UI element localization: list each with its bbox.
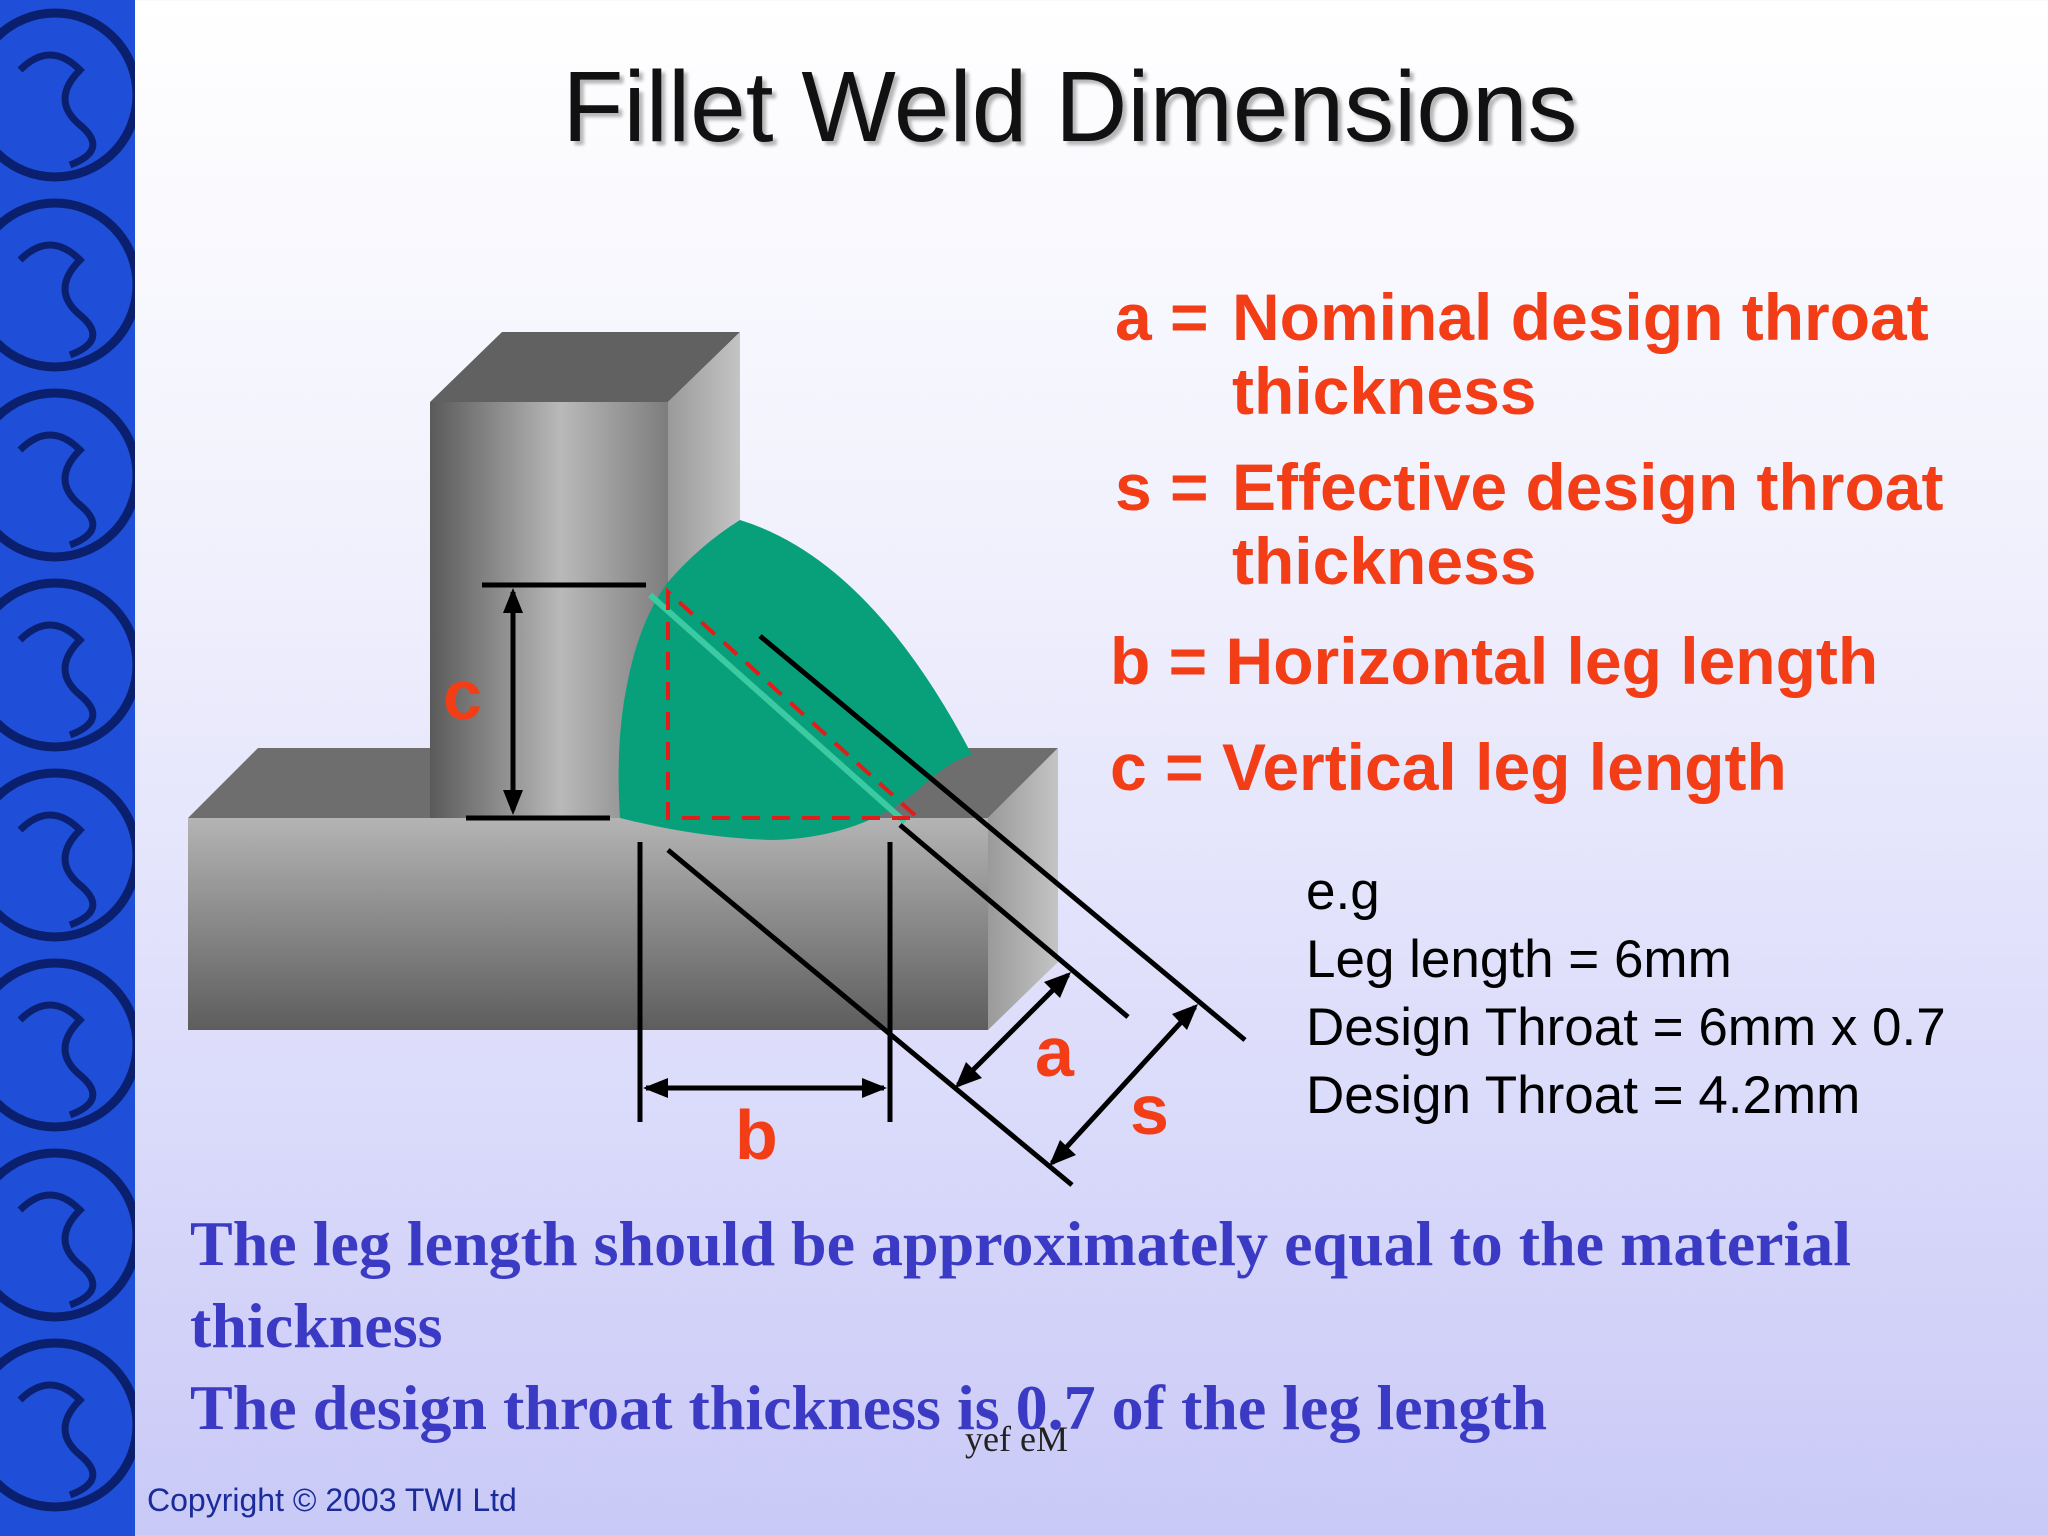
- c-arrow-top: [503, 588, 523, 613]
- definition-b: b = Horizontal leg length: [1110, 624, 1878, 698]
- label-b: b: [735, 1096, 778, 1174]
- note-design-throat: The design throat thickness is 0.7 of th…: [190, 1372, 1548, 1443]
- decorative-sidebar: [0, 0, 135, 1536]
- example-heading: e.g: [1306, 862, 1380, 921]
- note-leg-length: The leg length should be approximately e…: [190, 1208, 1852, 1279]
- definition-b-key: b =: [1110, 624, 1208, 698]
- example-block: e.g Leg length = 6mm Design Throat = 6mm…: [1306, 858, 1946, 1130]
- label-a: a: [1035, 1013, 1074, 1091]
- definition-s-continuation: thickness: [1232, 524, 1537, 598]
- definition-c-key: c =: [1110, 730, 1204, 804]
- definition-a-text: Nominal design throat: [1232, 280, 1929, 354]
- sidebar-pattern: [0, 8, 135, 1512]
- example-line: Design Throat = 6mm x 0.7: [1306, 998, 1946, 1057]
- definition-c-text: Vertical leg length: [1221, 730, 1787, 804]
- dimension-a-s: [666, 634, 1247, 1187]
- s-arrow-high: [1172, 1004, 1198, 1030]
- dimension-b: [637, 842, 893, 1122]
- definition-a-continuation: thickness: [1232, 354, 1537, 428]
- note-leg-length-continuation: thickness: [190, 1290, 443, 1361]
- label-s: s: [1130, 1071, 1169, 1149]
- example-line: Leg length = 6mm: [1306, 930, 1732, 989]
- dimension-c: [466, 582, 646, 821]
- weld-bead: [618, 520, 972, 840]
- definition-a: a = Nominal design throat thickness: [1115, 280, 1929, 428]
- a-arrow-low: [955, 1062, 982, 1088]
- definition-c: c = Vertical leg length: [1110, 730, 1787, 804]
- b-arrow-right: [862, 1078, 887, 1098]
- base-plate-front: [188, 818, 988, 1030]
- definition-b-text: Horizontal leg length: [1225, 624, 1879, 698]
- base-plate-side: [988, 748, 1058, 1030]
- slide-title: Fillet Weld Dimensions: [562, 51, 1578, 163]
- s-arrow-low: [1049, 1140, 1076, 1166]
- throat-triangle: [666, 587, 924, 820]
- footer-mark: yef eM: [965, 1419, 1068, 1459]
- definition-s-key: s =: [1115, 450, 1209, 524]
- definition-a-key: a =: [1115, 280, 1209, 354]
- b-arrow-left: [643, 1078, 668, 1098]
- definition-s: s = Effective design throat thickness: [1115, 450, 1943, 598]
- copyright-text: Copyright © 2003 TWI Ltd: [147, 1482, 517, 1518]
- definition-s-text: Effective design throat: [1232, 450, 1944, 524]
- weld-throat-ridge: [648, 592, 907, 825]
- example-line: Design Throat = 4.2mm: [1306, 1066, 1861, 1125]
- a-arrow-high: [1044, 972, 1071, 998]
- fillet-weld-diagram: [188, 332, 1247, 1187]
- c-arrow-bottom: [503, 790, 523, 815]
- label-c: c: [443, 656, 482, 734]
- upright-plate-top: [430, 332, 740, 402]
